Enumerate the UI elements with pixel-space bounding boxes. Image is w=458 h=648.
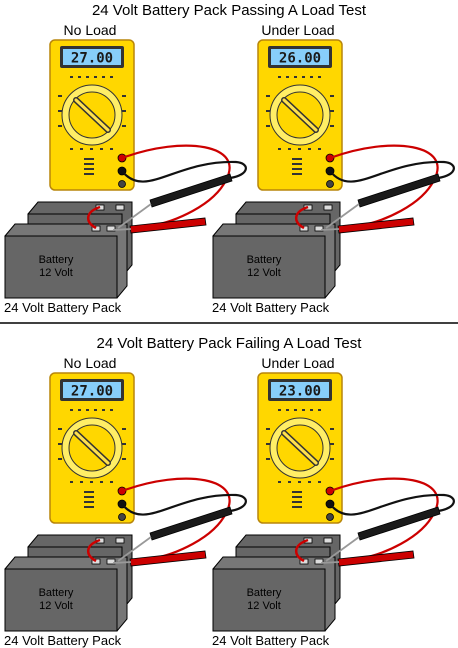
red-probe	[129, 550, 207, 567]
red-probe-tip	[112, 561, 132, 564]
meter-reading: 23.00	[279, 384, 321, 400]
section-2: 24 Volt Battery Pack Failing A Load Test…	[4, 335, 455, 648]
pack-label: 24 Volt Battery Pack	[4, 633, 122, 648]
red-probe	[337, 217, 415, 234]
battery-label-line2: 12 Volt	[247, 267, 281, 279]
battery-label-line2: 12 Volt	[247, 600, 281, 612]
section-title: 24 Volt Battery Pack Failing A Load Test	[97, 335, 363, 352]
black-test-wire	[121, 160, 247, 183]
multimeter: 27.00	[50, 373, 134, 523]
red-probe-tip	[320, 561, 340, 564]
black-probe-tip	[325, 203, 360, 229]
battery-label-line1: Battery	[247, 254, 282, 266]
battery-jumper-wire	[87, 205, 101, 230]
red-probe	[337, 550, 415, 567]
pack-label: 24 Volt Battery Pack	[212, 300, 330, 315]
black-test-wire	[329, 160, 455, 183]
battery-terminal-negative	[91, 225, 101, 232]
red-probe	[129, 217, 207, 234]
panel-heading: Under Load	[261, 22, 334, 38]
meter-reading: 26.00	[279, 51, 321, 67]
section-title: 24 Volt Battery Pack Passing A Load Test	[92, 2, 367, 19]
panel-heading: Under Load	[261, 355, 334, 371]
battery-jumper-wire	[295, 205, 309, 230]
black-test-wire	[329, 493, 455, 516]
battery-terminal-negative	[299, 558, 309, 565]
meter-reading: 27.00	[71, 384, 113, 400]
battery-label-line2: 12 Volt	[39, 600, 73, 612]
black-test-wire	[121, 493, 247, 516]
red-probe-tip	[112, 228, 132, 231]
meter-reading: 27.00	[71, 51, 113, 67]
battery-label-line1: Battery	[39, 254, 74, 266]
panel-heading: No Load	[64, 22, 117, 38]
pack-label: 24 Volt Battery Pack	[4, 300, 122, 315]
multimeter: 23.00	[258, 373, 342, 523]
battery-jumper-wire	[295, 538, 309, 563]
black-probe-tip	[117, 536, 152, 562]
battery-label-line2: 12 Volt	[39, 267, 73, 279]
black-probe-tip	[325, 536, 360, 562]
battery-terminal-positive	[106, 558, 116, 565]
battery-terminal-positive	[106, 225, 116, 232]
battery-label-line1: Battery	[39, 587, 74, 599]
battery-label-line1: Battery	[247, 587, 282, 599]
multimeter: 27.00	[50, 40, 134, 190]
black-probe-tip	[117, 203, 152, 229]
battery-terminal-positive	[314, 225, 324, 232]
section-1: 24 Volt Battery Pack Passing A Load Test…	[4, 2, 455, 315]
battery-terminal-positive	[314, 558, 324, 565]
multimeter: 26.00	[258, 40, 342, 190]
red-probe-tip	[320, 228, 340, 231]
battery-terminal-negative	[91, 558, 101, 565]
panel-heading: No Load	[64, 355, 117, 371]
battery-terminal-negative	[299, 225, 309, 232]
battery-jumper-wire	[87, 538, 101, 563]
pack-label: 24 Volt Battery Pack	[212, 633, 330, 648]
